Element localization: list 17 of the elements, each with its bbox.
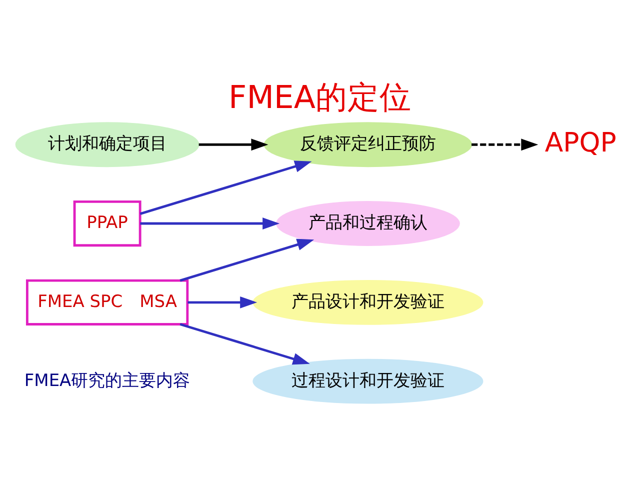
arrow xyxy=(180,322,310,364)
node-ellipse: 产品和过程确认 xyxy=(276,200,460,246)
node-box: FMEA SPC MSA xyxy=(26,278,189,325)
node-box: PPAP xyxy=(73,200,142,246)
arrow xyxy=(140,160,312,214)
arrow xyxy=(140,217,280,229)
node-ellipse: 计划和确定项目 xyxy=(15,122,200,167)
node-ellipse: 反馈评定纠正预防 xyxy=(264,122,472,167)
arrow xyxy=(472,138,538,150)
arrow xyxy=(198,138,268,150)
arrow xyxy=(180,238,314,282)
node-ellipse: 产品设计和开发验证 xyxy=(252,279,484,324)
node-text: APQP xyxy=(544,126,616,158)
node-ellipse: 过程设计和开发验证 xyxy=(252,358,484,404)
diagram-title: FMEA的定位 xyxy=(228,79,412,116)
arrow xyxy=(188,296,258,308)
label: FMEA研究的主要内容 xyxy=(24,370,190,390)
